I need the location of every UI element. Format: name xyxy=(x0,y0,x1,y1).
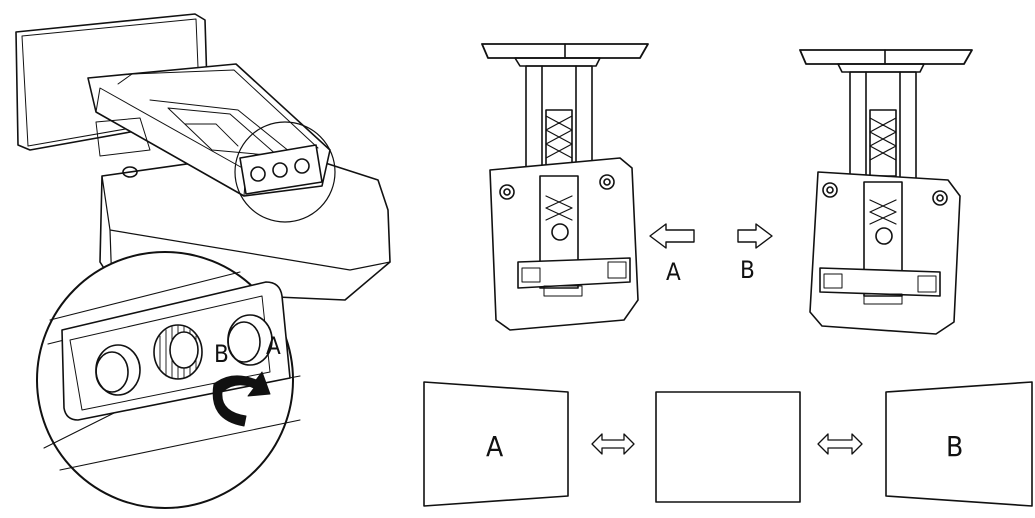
knob-label-a: A xyxy=(266,332,281,360)
screen-shape-b: B xyxy=(885,381,1033,507)
curved-rotate-arrow-icon xyxy=(212,371,271,427)
screen-label-a: A xyxy=(486,430,504,463)
projector-mount-illustration: B A xyxy=(15,13,391,509)
mount-view-left xyxy=(481,43,649,331)
callout-source-circle xyxy=(234,121,336,223)
mount-view-right xyxy=(799,49,973,335)
double-hollow-arrow-icon-right xyxy=(817,433,863,455)
screen-shape-a: A xyxy=(423,381,569,507)
knob-detail-callout: B A xyxy=(36,251,301,509)
screen-shape-center xyxy=(655,391,801,503)
knob-center xyxy=(153,324,203,380)
screen-label-b: B xyxy=(946,430,963,463)
right-hollow-arrow-icon xyxy=(737,223,773,249)
mount-arrow-label-b: B xyxy=(740,256,755,284)
knob-left xyxy=(95,344,141,396)
knob-right xyxy=(227,314,273,366)
double-hollow-arrow-icon xyxy=(591,433,635,455)
knob-label-b: B xyxy=(214,340,229,368)
left-hollow-arrow-icon xyxy=(649,223,695,249)
mount-arrow-label-a: A xyxy=(666,258,681,286)
